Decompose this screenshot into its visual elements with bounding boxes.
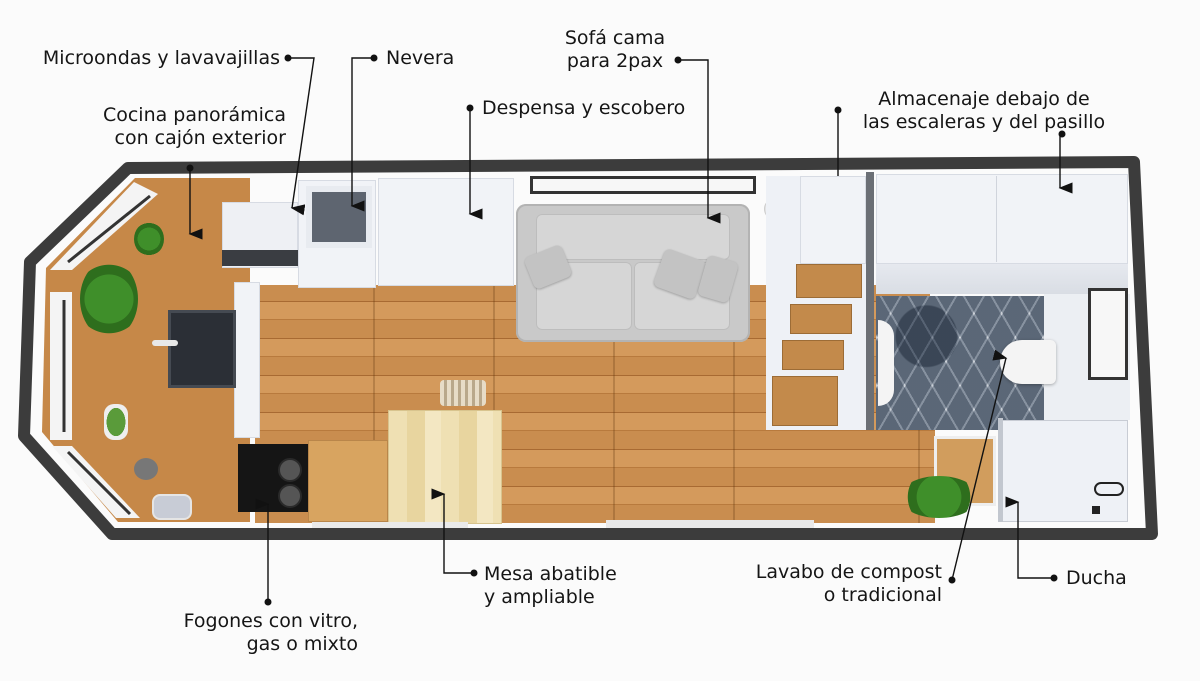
fridge [306, 186, 372, 248]
stair-step [772, 376, 838, 426]
herb-tray [104, 404, 128, 440]
label-cocina: Cocina panorámica con cajón exterior [60, 104, 286, 150]
burner [278, 484, 302, 508]
pantry-cabinet [378, 178, 514, 286]
shower-head [1094, 482, 1124, 496]
label-text: Nevera [386, 47, 455, 69]
kitchen-side-counter [234, 282, 260, 438]
partition-wall [866, 172, 874, 430]
bathroom-wall [876, 264, 1128, 294]
label-text: o tradicional [823, 584, 942, 606]
bathroom-door [878, 320, 894, 406]
hall-plant [900, 476, 978, 518]
label-text: Cocina panorámica [102, 104, 286, 126]
label-microondas: Microondas y lavavajillas [22, 47, 280, 70]
compost-toilet [1000, 340, 1056, 384]
kitchen-bottom-window [312, 522, 468, 528]
label-text: Lavabo de compost [755, 561, 942, 583]
label-text: Mesa abatible [484, 563, 617, 585]
entrance-door [606, 520, 814, 528]
label-mesa: Mesa abatible y ampliable [484, 563, 617, 609]
shower [1002, 420, 1128, 522]
label-text: para 2pax [566, 50, 664, 72]
label-text: Sofá cama [564, 27, 666, 49]
plant-large [80, 260, 138, 338]
label-text: las escaleras y del pasillo [862, 111, 1106, 133]
label-ducha: Ducha [1066, 567, 1127, 590]
label-despensa: Despensa y escobero [482, 97, 685, 120]
stair-step [796, 264, 862, 298]
label-text: y ampliable [484, 586, 595, 608]
stairs-storage-top [800, 176, 866, 264]
burner [278, 458, 302, 482]
living-window [530, 176, 756, 194]
sofa-back [536, 214, 730, 260]
label-sofa: Sofá cama para 2pax [556, 27, 674, 73]
utensil-holder [134, 458, 158, 480]
label-fogones: Fogones con vitro, gas o mixto [150, 610, 358, 656]
folding-table [388, 410, 502, 524]
label-text: con cajón exterior [114, 127, 287, 149]
faucet [152, 340, 178, 346]
shower-screen [998, 418, 1003, 522]
sofa-bed [516, 204, 750, 342]
microwave-door [222, 250, 298, 266]
sink [168, 310, 236, 388]
label-text: Ducha [1066, 567, 1127, 589]
label-text: gas o mixto [246, 633, 358, 655]
label-lavabo: Lavabo de compost o tradicional [720, 561, 942, 607]
stove [238, 444, 308, 512]
label-text: Microondas y lavavajillas [42, 47, 280, 69]
hallway-storage [876, 174, 1128, 264]
hallway-storage-divider [996, 176, 997, 262]
bathroom-window [1088, 288, 1128, 380]
shower-drain [1092, 506, 1100, 514]
label-almacenaje: Almacenaje debajo de las escaleras y del… [850, 88, 1118, 134]
wood-counter [308, 440, 388, 522]
label-text: Almacenaje debajo de [878, 88, 1090, 110]
label-text: Fogones con vitro, [183, 610, 358, 632]
toaster [152, 494, 192, 520]
label-nevera: Nevera [386, 47, 454, 70]
plant-small [134, 222, 164, 256]
chair [440, 380, 486, 406]
stair-step [782, 340, 844, 370]
label-text: Despensa y escobero [482, 97, 686, 119]
stair-step [790, 304, 852, 334]
